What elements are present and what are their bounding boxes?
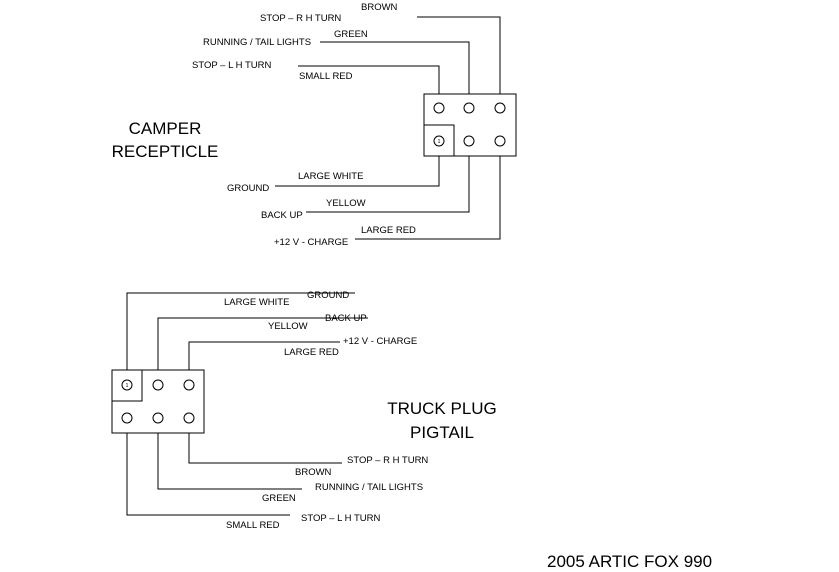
camper-label-stop-lh-turn: STOP – L H TURN [192,60,272,71]
camper-label-large-red: LARGE RED [361,225,416,236]
truck-wire-brown [188,433,342,464]
truck-pin [183,412,195,424]
truck-pin-number: 1 [126,383,129,389]
truck-wire-small-red [126,433,290,516]
truck-plug: 1 GROUND LARGE WHITE BACK UP YELLOW +12 … [111,290,497,531]
camper-receptacle: 1 STOP – R H TURN BROWN RUNNING / TAIL L… [112,2,517,248]
truck-title-line1: TRUCK PLUG [387,399,497,418]
camper-pin [494,135,506,147]
camper-label-small-red: SMALL RED [299,71,353,82]
camper-pin-number: 1 [438,139,441,145]
truck-label-green: GREEN [262,493,296,504]
truck-pin [152,379,164,391]
truck-wire-large-red [188,341,340,370]
truck-label-stop-rh-turn: STOP – R H TURN [347,455,428,466]
truck-label-large-red: LARGE RED [284,347,339,358]
truck-pin [152,412,164,424]
camper-label-green: GREEN [334,29,368,40]
model-label: 2005 ARTIC FOX 990 [547,552,712,571]
camper-wire-brown [417,16,501,94]
truck-pin-1 [121,379,133,391]
camper-pin-1 [433,135,445,147]
truck-label-running-tail: RUNNING / TAIL LIGHTS [315,482,423,493]
truck-label-large-white: LARGE WHITE [224,297,289,308]
truck-label-stop-lh-turn: STOP – L H TURN [301,513,381,524]
truck-label-brown: BROWN [295,467,332,478]
camper-label-back-up: BACK UP [261,210,303,221]
truck-pin [183,379,195,391]
truck-wire-green [157,433,302,490]
camper-label-brown: BROWN [361,2,398,13]
truck-label-yellow: YELLOW [268,321,308,332]
camper-wire-large-red [355,156,501,240]
truck-wire-yellow [157,317,368,370]
camper-title-line2: RECEPTICLE [112,142,219,161]
truck-label-back-up: BACK UP [325,313,367,324]
camper-wire-large-white [275,156,440,187]
truck-wire-large-white [126,292,355,370]
camper-label-stop-rh-turn: STOP – R H TURN [260,13,341,24]
camper-label-large-white: LARGE WHITE [298,171,363,182]
truck-label-12v-charge: +12 V - CHARGE [343,336,417,347]
camper-wire-green [320,41,470,94]
camper-title-line1: CAMPER [129,119,202,138]
truck-pin [121,412,133,424]
camper-label-12v-charge: +12 V - CHARGE [274,237,348,248]
camper-wire-small-red [298,65,440,94]
camper-wire-yellow [306,156,470,213]
camper-label-ground: GROUND [227,183,269,194]
camper-pin [433,102,445,114]
camper-label-running-tail: RUNNING / TAIL LIGHTS [203,37,311,48]
truck-title-line2: PIGTAIL [410,423,474,442]
camper-label-yellow: YELLOW [326,198,366,209]
camper-pin [463,102,475,114]
camper-pin [494,102,506,114]
camper-pin [463,135,475,147]
truck-label-ground: GROUND [307,290,349,301]
truck-label-small-red: SMALL RED [226,520,280,531]
